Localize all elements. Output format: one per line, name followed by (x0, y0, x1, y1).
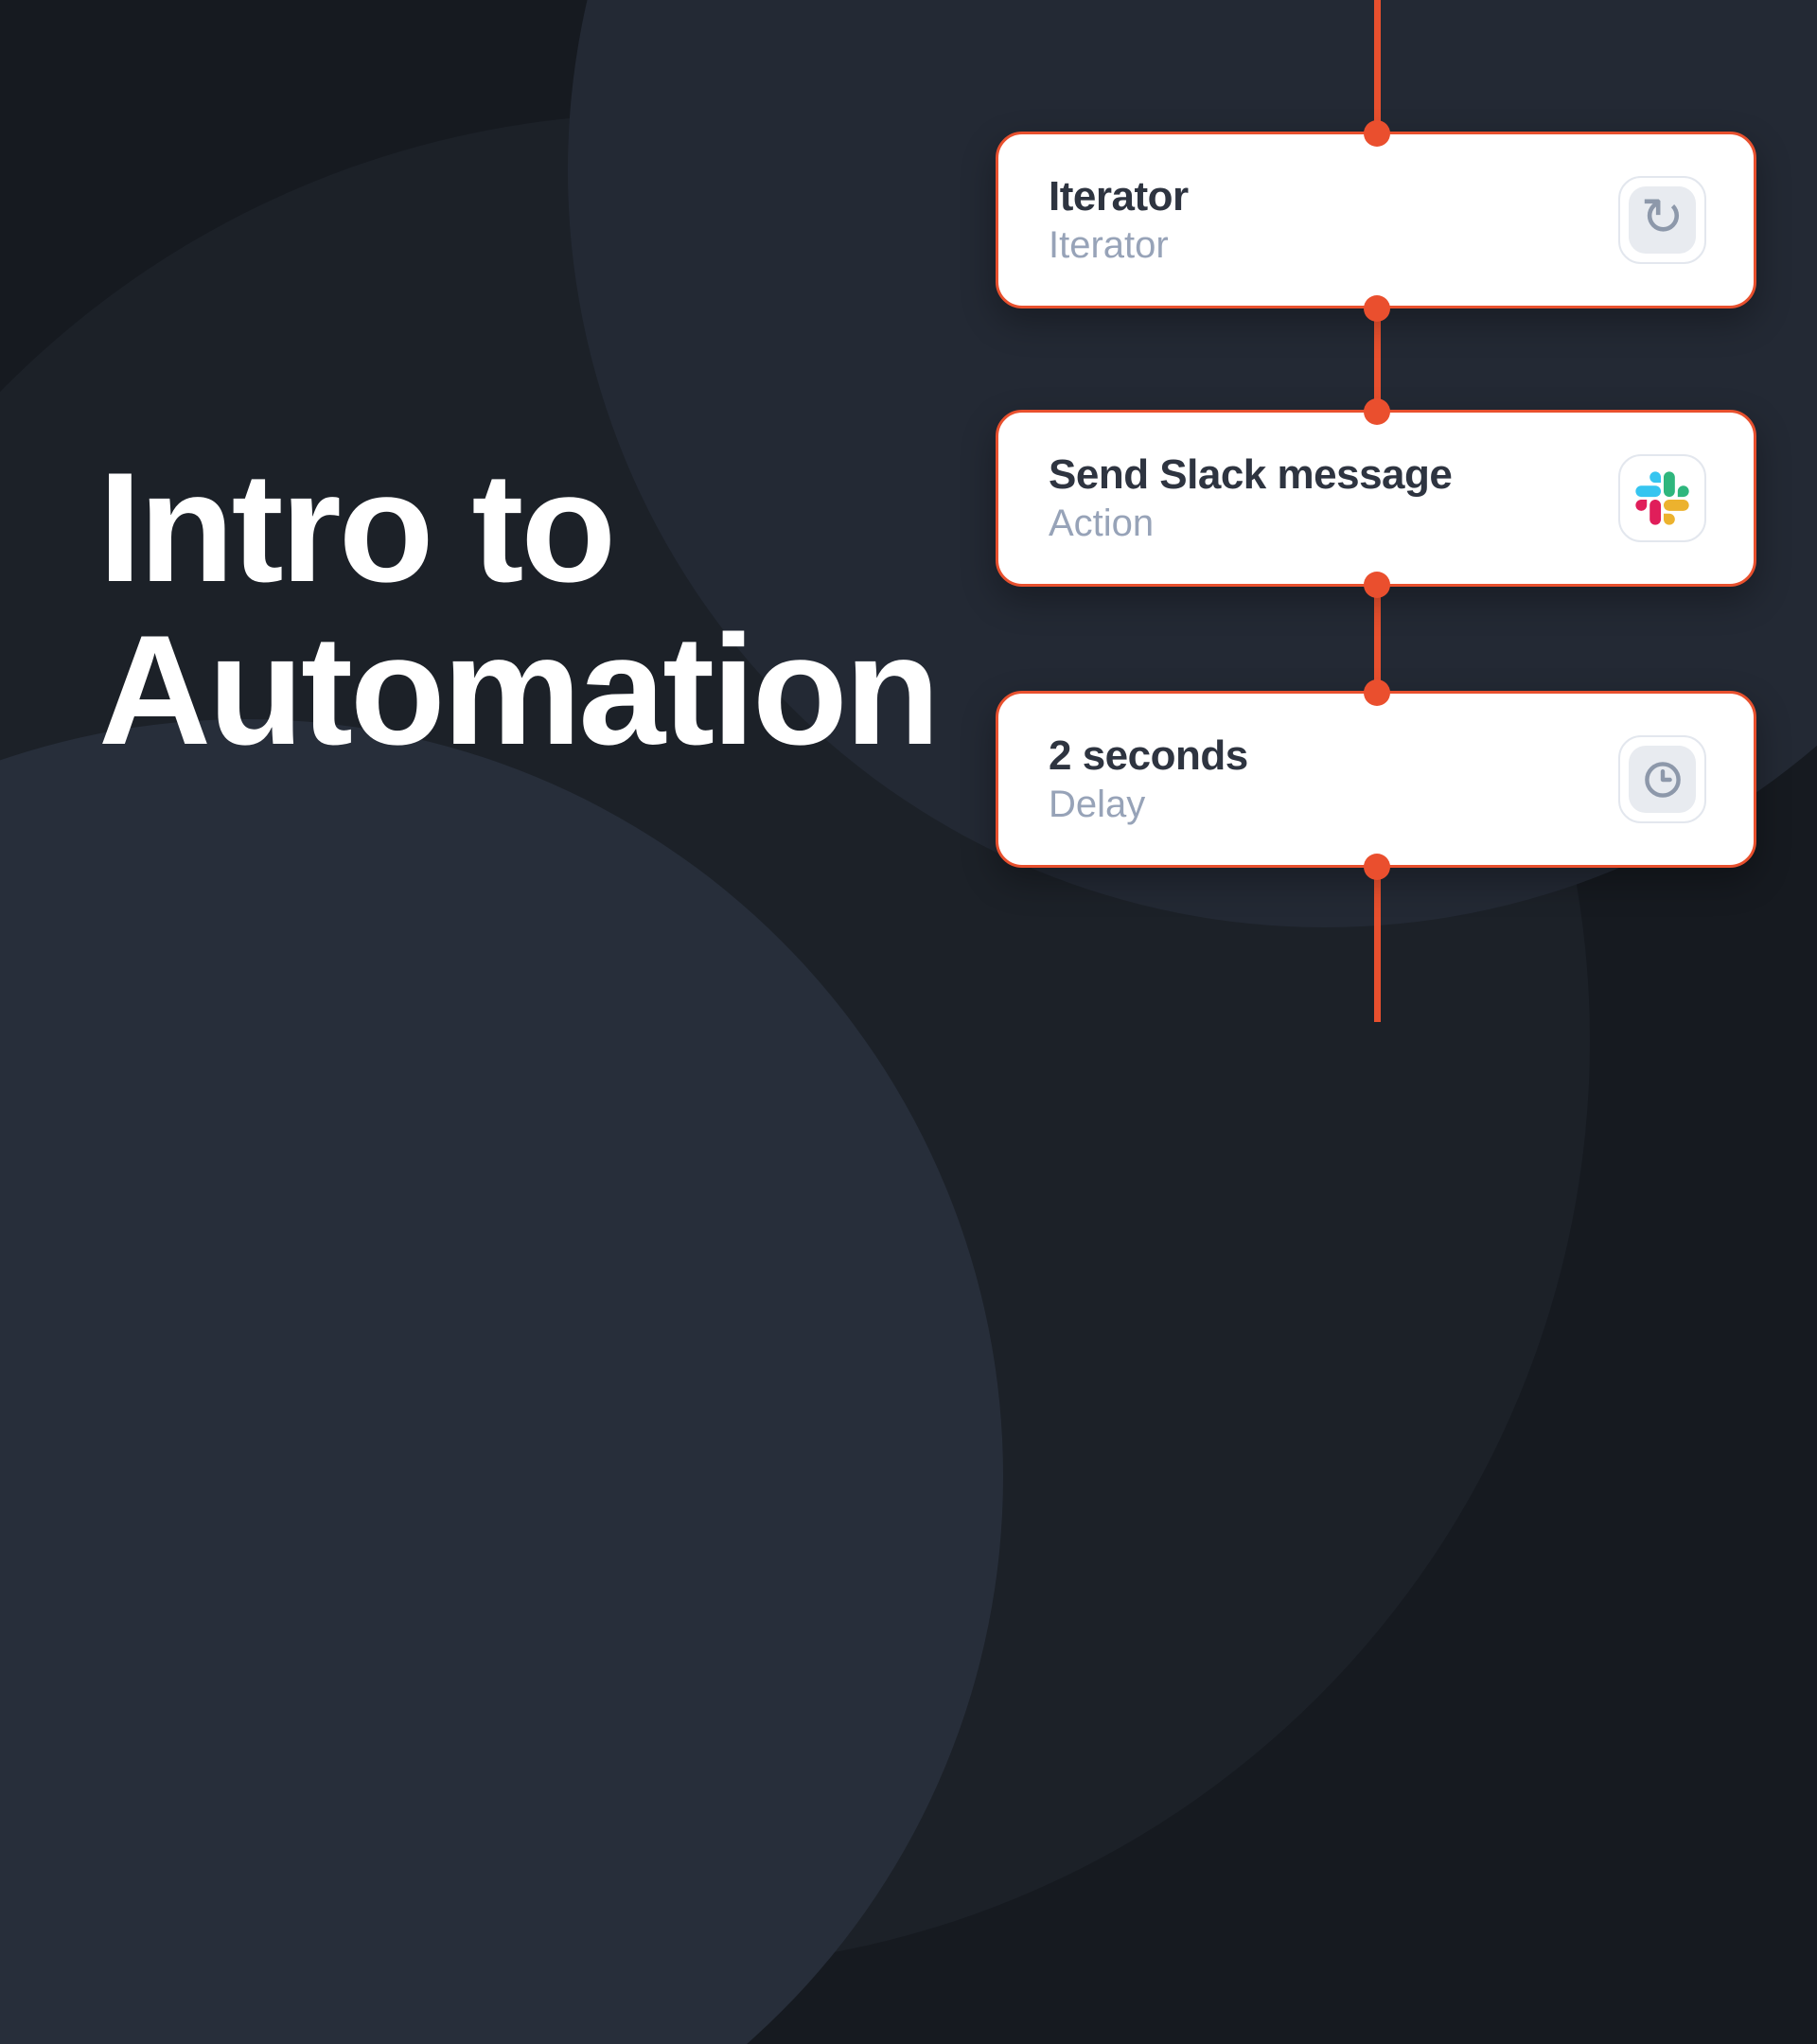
step-title: Send Slack message (1049, 450, 1453, 498)
connector-dot (1364, 120, 1390, 147)
slack-logo (1635, 471, 1689, 525)
page-title-line1: Intro to (98, 439, 616, 614)
connector-dot (1364, 398, 1390, 425)
connector-dot (1364, 295, 1390, 322)
step-type: Action (1049, 502, 1155, 545)
rotate-arrow-glyph: ↻ (1640, 186, 1685, 247)
icon-tile: ↻ (1629, 186, 1696, 254)
step-text: Send Slack message Action (1049, 450, 1453, 545)
iterator-loop-icon: ↻ (1618, 176, 1706, 264)
slack-icon (1618, 454, 1706, 542)
connector-dot (1364, 854, 1390, 880)
page-title-line2: Automation (98, 602, 941, 777)
workflow-step-delay[interactable]: 2 seconds Delay (996, 691, 1756, 868)
step-type: Delay (1049, 784, 1146, 826)
connector-dot (1364, 572, 1390, 598)
step-title: 2 seconds (1049, 731, 1248, 779)
icon-tile (1629, 465, 1696, 532)
step-title: Iterator (1049, 172, 1189, 220)
workflow-step-iterator[interactable]: Iterator Iterator ↻ (996, 132, 1756, 308)
clock-icon (1618, 735, 1706, 823)
step-type: Iterator (1049, 224, 1169, 267)
step-text: Iterator Iterator (1049, 172, 1189, 267)
connector-dot (1364, 679, 1390, 706)
clock-glyph (1644, 761, 1681, 798)
icon-tile (1629, 746, 1696, 813)
workflow-step-slack[interactable]: Send Slack message Action (996, 410, 1756, 587)
step-text: 2 seconds Delay (1049, 731, 1248, 826)
